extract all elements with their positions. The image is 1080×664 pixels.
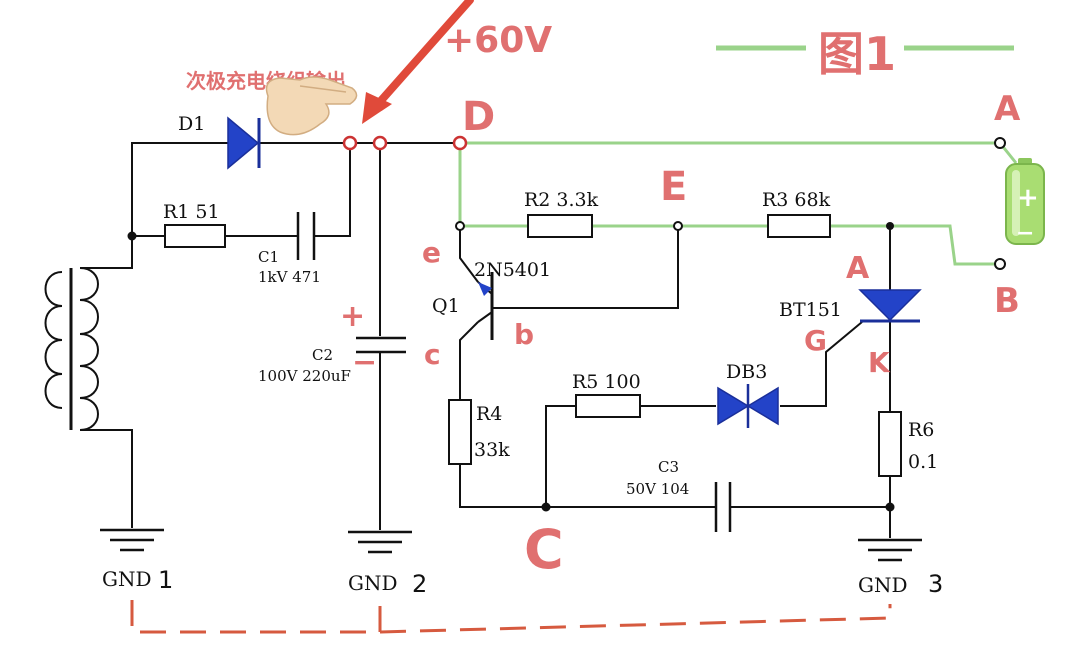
label-r1: R1 51	[163, 201, 220, 223]
gnd2-number: 2	[412, 570, 427, 598]
capacitor-c2	[356, 336, 406, 354]
capacitor-c1	[296, 212, 316, 260]
junction-dots	[127, 135, 1006, 512]
battery-minus: −	[1016, 221, 1034, 246]
label-q1-name: Q1	[432, 295, 460, 317]
transistor-q1	[477, 272, 494, 340]
gnd3-number: 3	[928, 570, 943, 598]
resistor-r6	[878, 411, 902, 477]
battery-plus: +	[1017, 183, 1039, 213]
node-e: E	[660, 164, 687, 210]
label-r6-value: 0.1	[908, 451, 938, 473]
pin-e: e	[422, 236, 441, 269]
pin-g: G	[804, 324, 827, 357]
resistor-r3	[767, 214, 831, 238]
label-c2-name: C2	[312, 346, 333, 364]
ground-icon-2	[348, 530, 412, 554]
pin-c: c	[424, 338, 441, 371]
pin-b: b	[514, 318, 534, 351]
c2-minus-sign: −	[352, 345, 377, 380]
capacitor-c3	[714, 482, 732, 532]
pointing-hand-icon	[265, 76, 358, 136]
scr-bt151	[858, 289, 922, 323]
pin-k: K	[868, 346, 891, 379]
figure-title: 图1	[818, 27, 896, 81]
gnd1-number: 1	[158, 566, 173, 594]
node-c: C	[524, 518, 564, 581]
diac-db3	[717, 384, 779, 428]
node-a-battery: A	[994, 89, 1021, 129]
ground-icon-3	[858, 538, 922, 562]
label-r5: R5 100	[572, 371, 641, 393]
label-r6-name: R6	[908, 419, 934, 441]
label-q1-part: 2N5401	[474, 259, 551, 281]
ground-link-dashed	[130, 600, 892, 634]
node-d: D	[462, 94, 495, 140]
node-b-battery: B	[994, 281, 1020, 321]
c2-plus-sign: +	[340, 299, 365, 334]
ground-icon-1	[100, 528, 164, 552]
arrow-icon	[362, 0, 474, 124]
label-db3: DB3	[726, 361, 767, 383]
pin-a-scr: A	[846, 251, 870, 286]
label-c3-value: 50V 104	[626, 480, 689, 498]
label-r3: R3 68k	[762, 189, 831, 211]
resistor-r1	[164, 224, 226, 248]
transformer-icon	[44, 267, 99, 431]
gnd2-label: GND	[348, 571, 398, 595]
label-r4-name: R4	[476, 403, 502, 425]
diode-d1	[227, 116, 261, 170]
label-c1-name: C1	[258, 248, 279, 266]
label-c1-value: 1kV 471	[258, 268, 321, 286]
battery-icon	[1005, 158, 1045, 245]
resistor-r5	[575, 394, 641, 418]
label-r4-value: 33k	[474, 439, 510, 461]
label-bt151: BT151	[779, 299, 842, 321]
label-c3-name: C3	[658, 458, 679, 476]
resistor-r2	[527, 214, 593, 238]
label-d1: D1	[178, 113, 205, 135]
resistor-r4	[448, 399, 472, 465]
gnd1-label: GND	[102, 567, 152, 591]
gnd3-label: GND	[858, 573, 908, 597]
voltage-label: +60V	[444, 20, 552, 61]
label-c2-value: 100V 220uF	[258, 367, 351, 385]
label-r2: R2 3.3k	[524, 189, 599, 211]
